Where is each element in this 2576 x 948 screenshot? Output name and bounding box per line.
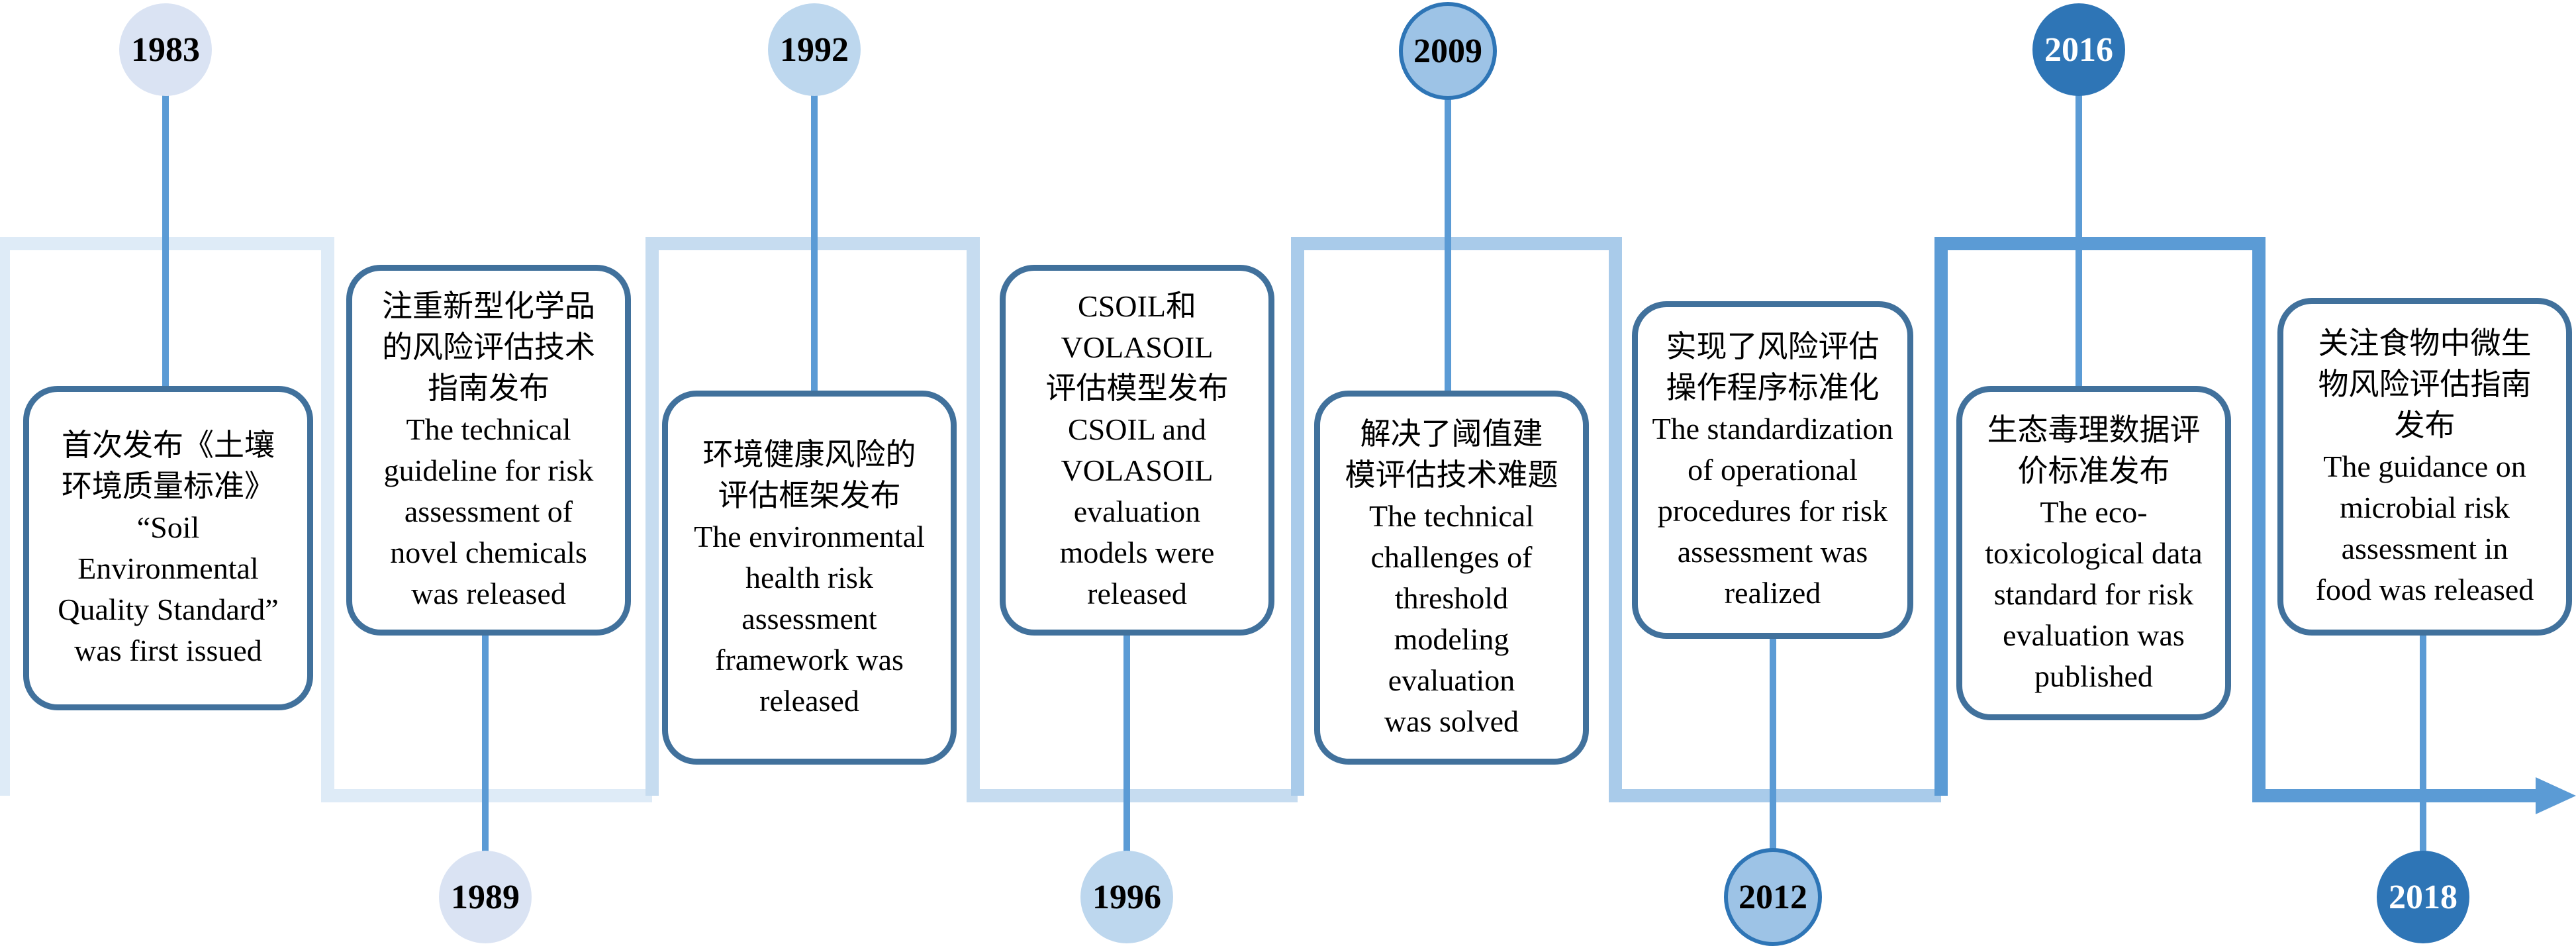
year-bubble-1989: 1989 <box>439 851 532 943</box>
event-text-1992: 环境健康风险的 评估框架发布 The environmental health … <box>694 437 925 718</box>
event-box-1989: 注重新型化学品 的风险评估技术 指南发布 The technical guide… <box>346 265 631 636</box>
year-bubble-2009: 2009 <box>1399 2 1497 100</box>
year-bubble-2016: 2016 <box>2032 3 2125 96</box>
event-box-1983: 首次发布《土壤 环境质量标准》 “Soil Environmental Qual… <box>23 386 313 710</box>
step-line-segment-4 <box>1934 237 2536 802</box>
event-text-2018: 关注食物中微生 物风险评估指南 发布 The guidance on micro… <box>2315 326 2534 606</box>
event-text-1983: 首次发布《土壤 环境质量标准》 “Soil Environmental Qual… <box>58 428 279 667</box>
event-box-2012: 实现了风险评估 操作程序标准化 The standardization of o… <box>1632 301 1913 639</box>
event-box-2018: 关注食物中微生 物风险评估指南 发布 The guidance on micro… <box>2277 298 2572 636</box>
event-text-1996: CSOIL和 VOLASOIL 评估模型发布 CSOIL and VOLASOI… <box>1045 289 1229 610</box>
event-box-1996: CSOIL和 VOLASOIL 评估模型发布 CSOIL and VOLASOI… <box>1000 265 1274 636</box>
event-text-2016: 生态毒理数据评 价标准发布 The eco- toxicological dat… <box>1985 412 2203 693</box>
event-text-2009: 解决了阈值建 模评估技术难题 The technical challenges … <box>1345 416 1558 738</box>
step-line-segment-1 <box>0 237 652 802</box>
event-text-2012: 实现了风险评估 操作程序标准化 The standardization of o… <box>1652 330 1893 610</box>
step-line-segment-3 <box>1291 237 1941 802</box>
event-box-2009: 解决了阈值建 模评估技术难题 The technical challenges … <box>1314 391 1589 765</box>
year-bubble-2018: 2018 <box>2377 851 2469 943</box>
step-line-segment-2 <box>645 237 1298 802</box>
year-bubble-2012: 2012 <box>1724 848 1822 946</box>
arrow-head-icon <box>2536 777 2576 814</box>
event-text-1989: 注重新型化学品 的风险评估技术 指南发布 The technical guide… <box>382 289 595 610</box>
year-bubble-1992: 1992 <box>768 3 861 96</box>
event-box-2016: 生态毒理数据评 价标准发布 The eco- toxicological dat… <box>1956 386 2231 720</box>
year-bubble-1983: 1983 <box>119 3 212 96</box>
event-box-1992: 环境健康风险的 评估框架发布 The environmental health … <box>662 391 957 765</box>
year-bubble-1996: 1996 <box>1080 851 1173 943</box>
